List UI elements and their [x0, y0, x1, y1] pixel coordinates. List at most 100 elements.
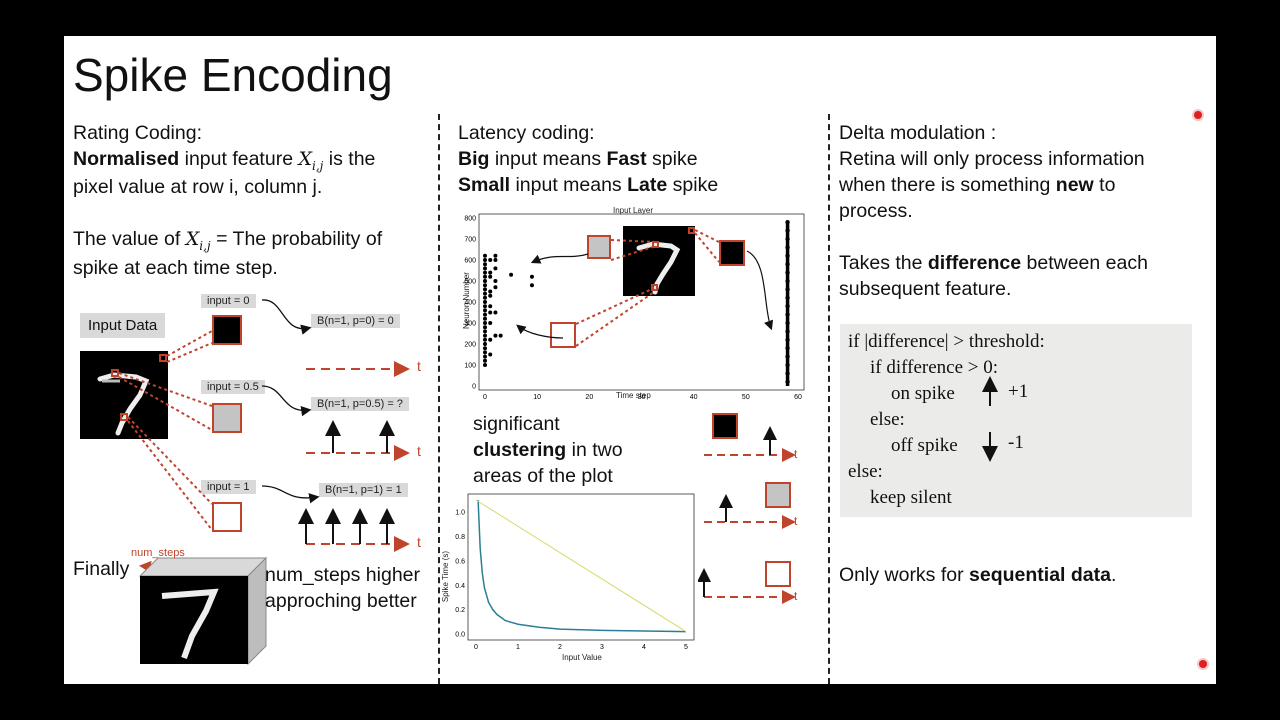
raster-point: [483, 308, 487, 313]
delta-p2-a: when there is something: [839, 174, 1051, 196]
raster-point: [483, 316, 487, 321]
latency-box-black: [719, 240, 745, 266]
rate-coding-diagram: [118, 299, 410, 666]
delta-p2: when there is something new to: [839, 172, 1115, 198]
raster-xtick: 30: [638, 394, 646, 401]
latency-ex-box-black: [712, 413, 738, 439]
raster-point: [483, 262, 487, 267]
delta-p2-b: to: [1099, 174, 1116, 196]
raster-point: [483, 274, 487, 279]
rate-math-x-2: X: [185, 228, 200, 250]
input-label-0: input = 0: [201, 294, 256, 308]
bernoulli-formula-1: B(n=1, p=1) = 1: [319, 483, 408, 497]
raster-point: [483, 363, 487, 367]
delta-bold-sequential: sequential data: [969, 564, 1111, 586]
raster-point: [483, 253, 487, 258]
raster-xtick: 20: [585, 394, 593, 401]
latency-line-1: Big input means Fast spike: [458, 146, 698, 172]
raster-point: [483, 270, 487, 275]
rate-line-3-a: The value of: [73, 228, 181, 250]
delta-p4-a: Takes the: [839, 252, 923, 274]
raster-point: [483, 358, 487, 363]
raster-xlabel: Time step: [616, 391, 651, 400]
rate-math-sub-2: i,j: [199, 238, 211, 253]
rate-line-2: pixel value at row i, column j.: [73, 176, 323, 198]
plus-one-label: +1: [1008, 381, 1029, 402]
time-axis-label-2: t: [417, 443, 421, 459]
slide: Spike Encoding Rating Coding: Normalised…: [64, 36, 1216, 684]
raster-ytick: 600: [464, 258, 476, 265]
pixel-box-white: [212, 502, 242, 532]
raster-ytick: 500: [464, 279, 476, 286]
pixel-box-grey: [212, 403, 242, 433]
rate-math-x: X: [298, 148, 312, 170]
cluster-line-2-rest: in two: [571, 439, 623, 461]
curve-xtick: 1: [516, 644, 520, 651]
raster-point: [488, 304, 493, 309]
input-data-label: Input Data: [80, 313, 166, 338]
page-title: Spike Encoding: [73, 49, 393, 101]
delta-p4-b: between each: [1026, 252, 1148, 274]
num-steps-label: num_steps: [131, 547, 185, 559]
raster-ytick: 800: [464, 216, 476, 223]
raster-point: [483, 337, 487, 342]
raster-point: [488, 352, 493, 357]
raster-point: [493, 285, 498, 290]
raster-xtick: 50: [742, 394, 750, 401]
latency-bold-big: Big: [458, 148, 490, 170]
raster-point: [483, 300, 487, 304]
delta-code-block: if |difference| > threshold: if differen…: [840, 324, 1192, 517]
latency-line-2-mid: input means: [515, 174, 622, 196]
cluster-line-3: areas of the plot: [473, 465, 613, 487]
latency-ex-box-grey: [765, 482, 791, 508]
bernoulli-formula-05: B(n=1, p=0.5) = ?: [311, 397, 409, 411]
delta-heading: Delta modulation :: [839, 122, 997, 144]
column-divider-2: [828, 114, 830, 684]
raster-point: [483, 350, 487, 355]
latency-line-1-mid: input means: [494, 148, 602, 170]
num-steps-desc-1: num_steps higher: [265, 564, 421, 586]
delta-only-a: Only works for: [839, 564, 964, 586]
rate-line-1: Normalised input feature Xi,j is the: [73, 146, 375, 179]
curve-ytick: 1.0: [455, 510, 465, 517]
curve-ytick: 0.8: [455, 534, 465, 541]
raster-point: [483, 287, 487, 292]
raster-ytick: 0: [472, 384, 476, 391]
rate-line-4: spike at each time step.: [73, 257, 278, 279]
raster-point: [488, 270, 493, 275]
delta-bold-new: new: [1055, 174, 1094, 196]
pixel-marker-grey: [111, 369, 119, 377]
delta-only: Only works for sequential data.: [839, 562, 1116, 588]
raster-ytick: 300: [464, 321, 476, 328]
raster-point: [488, 289, 493, 294]
rate-bold-normalised: Normalised: [73, 148, 180, 170]
cluster-line-2: clustering in two: [473, 437, 623, 463]
rate-line-3-b: = The probability of: [216, 228, 383, 250]
raster-point: [488, 321, 493, 325]
curve-frame: [467, 493, 695, 641]
raster-ytick: 700: [464, 237, 476, 244]
raster-point: [483, 291, 487, 296]
raster-point: [493, 258, 498, 262]
raster-point: [483, 312, 487, 317]
raster-inset-digit: [623, 226, 695, 296]
rate-line-3: The value of Xi,j = The probability of: [73, 226, 382, 259]
delta-p1: Retina will only process information: [839, 148, 1145, 170]
raster-xtick: 60: [794, 394, 802, 401]
raster-point: [483, 329, 487, 334]
time-axis-label-1: t: [417, 358, 421, 374]
curve-series-spike-time: [477, 499, 687, 633]
curve-xtick: 4: [642, 644, 646, 651]
raster-point: [509, 272, 514, 277]
raster-point: [493, 266, 498, 271]
pixel-marker-black: [159, 354, 167, 362]
delta-p3: process.: [839, 200, 913, 222]
raster-point: [488, 293, 493, 298]
raster-point: [498, 333, 503, 338]
latency-bold-fast: Fast: [606, 148, 647, 170]
time-stack-cube: [138, 556, 268, 666]
raster-point: [483, 346, 487, 351]
raster-point: [483, 258, 487, 262]
raster-xtick: 40: [690, 394, 698, 401]
